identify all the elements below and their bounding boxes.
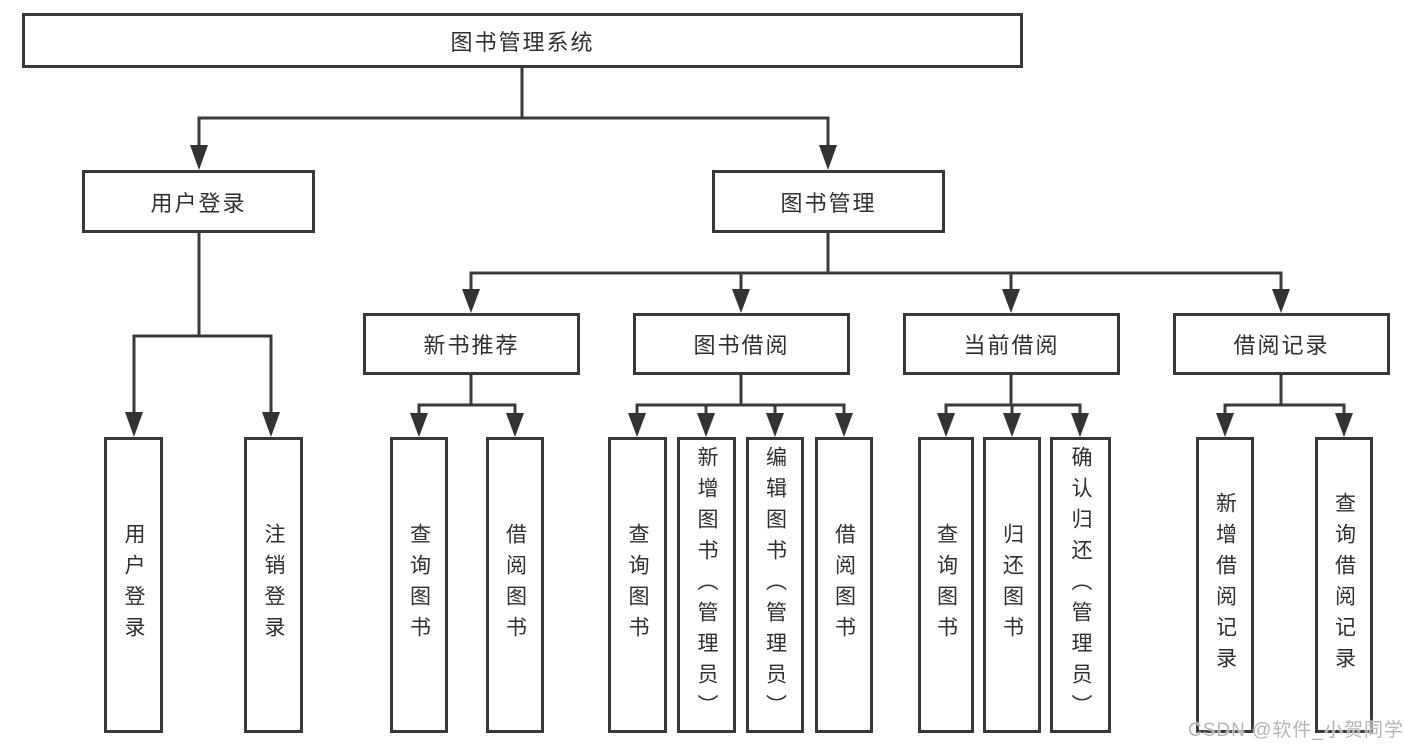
node-root: 图书管理系统 — [22, 13, 1023, 68]
connector-book-mgmt-to-level3 — [462, 231, 1290, 313]
node-borrow-records: 借阅记录 — [1173, 313, 1390, 375]
connector-current-borrow-to-leaves — [937, 373, 1089, 437]
leaf-bb-add-books-admin-label: 新增图书（管理员） — [695, 445, 718, 725]
node-book-mgmt: 图书管理 — [712, 170, 945, 233]
leaf-nbr-borrow-books-label: 借阅图书 — [503, 523, 527, 647]
node-root-label: 图书管理系统 — [450, 29, 595, 55]
arrowhead — [1272, 289, 1290, 313]
arrowhead — [766, 413, 784, 437]
leaf-br-add-record: 新增借阅记录 — [1196, 437, 1254, 733]
arrowhead — [732, 289, 750, 313]
arrowhead — [410, 413, 428, 437]
watermark-text: CSDN @软件_小贺同学 — [1188, 720, 1404, 741]
leaf-bb-query-books-label: 查询图书 — [626, 523, 649, 647]
arrowhead — [835, 413, 853, 437]
node-new-book-rec-label: 新书推荐 — [423, 333, 520, 358]
leaf-bb-borrow-books: 借阅图书 — [815, 437, 873, 733]
arrowhead — [262, 412, 280, 437]
leaf-bb-query-books: 查询图书 — [608, 437, 667, 733]
connector-user-login-to-leaves — [125, 231, 280, 437]
leaf-br-add-record-label: 新增借阅记录 — [1213, 492, 1237, 678]
leaf-cb-confirm-return-admin-label: 确认归还（管理员） — [1069, 445, 1092, 725]
arrowhead — [506, 413, 524, 437]
arrowhead — [937, 413, 955, 437]
leaf-nbr-borrow-books: 借阅图书 — [486, 437, 544, 733]
leaf-bb-edit-books-admin-label: 编辑图书（管理员） — [763, 445, 787, 725]
leaf-bb-borrow-books-label: 借阅图书 — [832, 523, 856, 647]
arrowhead — [819, 145, 837, 170]
leaf-nbr-query-books-label: 查询图书 — [407, 523, 431, 647]
leaf-bb-add-books-admin: 新增图书（管理员） — [677, 437, 736, 733]
arrowhead — [1002, 289, 1020, 313]
node-current-borrow-label: 当前借阅 — [963, 333, 1060, 358]
leaf-cb-return-books: 归还图书 — [983, 437, 1041, 733]
leaf-cb-query-books-label: 查询图书 — [934, 523, 958, 647]
leaf-br-query-record: 查询借阅记录 — [1315, 437, 1373, 733]
leaf-logout: 注销登录 — [244, 437, 303, 733]
node-book-mgmt-label: 图书管理 — [780, 190, 877, 216]
arrowhead — [190, 145, 208, 170]
leaf-cb-return-books-label: 归还图书 — [1000, 523, 1024, 647]
connector-new-book-rec-to-leaves — [410, 373, 524, 437]
node-user-login: 用户登录 — [82, 170, 315, 233]
arrowhead — [1003, 413, 1021, 437]
arrowhead — [628, 413, 646, 437]
leaf-user-login-label: 用户登录 — [122, 523, 145, 647]
leaf-nbr-query-books: 查询图书 — [390, 437, 448, 733]
leaf-br-query-record-label: 查询借阅记录 — [1332, 492, 1356, 678]
leaf-bb-edit-books-admin: 编辑图书（管理员） — [746, 437, 804, 733]
node-user-login-label: 用户登录 — [150, 190, 247, 216]
arrowhead — [1071, 413, 1089, 437]
leaf-cb-confirm-return-admin: 确认归还（管理员） — [1050, 437, 1111, 733]
connector-book-borrow-to-leaves — [628, 373, 853, 437]
leaf-user-login: 用户登录 — [104, 437, 163, 733]
connector-borrow-records-to-leaves — [1216, 373, 1353, 437]
arrowhead — [697, 413, 715, 437]
connector-root-to-level2 — [190, 66, 837, 170]
node-book-borrow-label: 图书借阅 — [693, 333, 790, 358]
node-book-borrow: 图书借阅 — [633, 313, 850, 375]
arrowhead — [1216, 413, 1234, 437]
node-current-borrow: 当前借阅 — [903, 313, 1120, 375]
node-borrow-records-label: 借阅记录 — [1233, 333, 1330, 358]
leaf-cb-query-books: 查询图书 — [918, 437, 974, 733]
node-new-book-rec: 新书推荐 — [363, 313, 580, 375]
arrowhead — [462, 289, 480, 313]
leaf-logout-label: 注销登录 — [262, 523, 285, 647]
arrowhead — [125, 412, 143, 437]
arrowhead — [1335, 413, 1353, 437]
